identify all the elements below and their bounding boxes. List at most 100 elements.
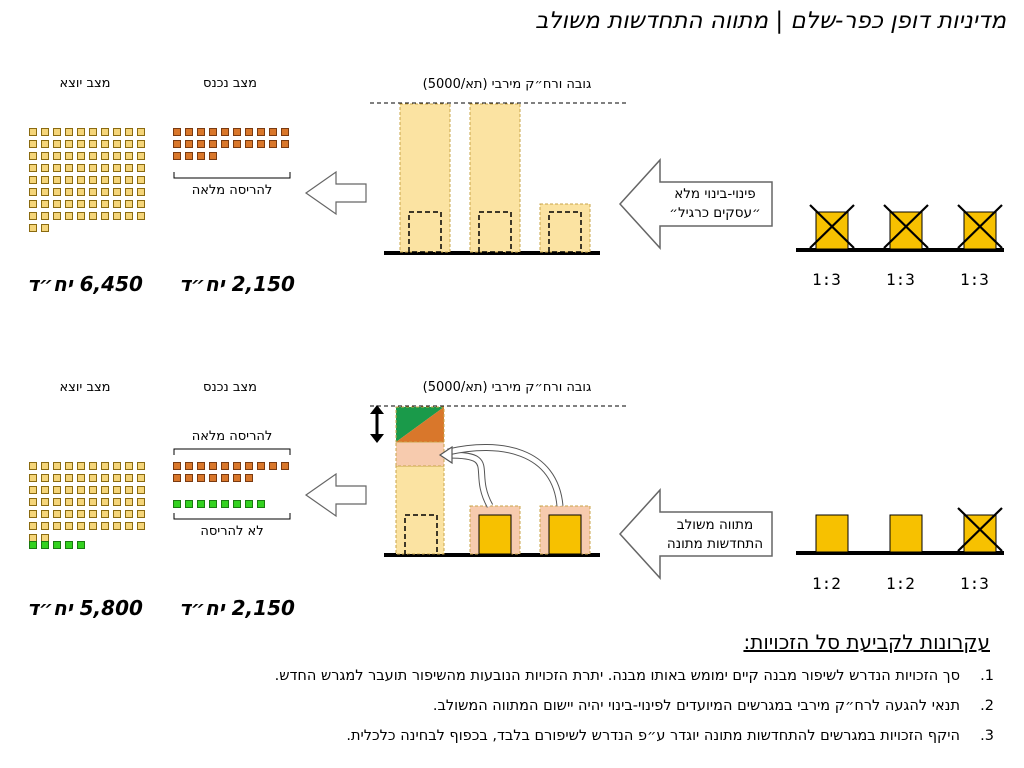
unit-square (113, 510, 121, 518)
unit-square (29, 200, 37, 208)
value-out-units: 6,450 יח״ד (27, 272, 143, 296)
unit-square (173, 474, 181, 482)
unit-square (209, 140, 217, 148)
existing-building (809, 204, 855, 250)
unit-square (41, 541, 49, 549)
label-max-height: גובה ורח״ק מירבי (תא/5000) (422, 380, 592, 395)
principles-title: עקרונות לקביעת סל הזכויות: (743, 630, 990, 654)
unit-square (29, 212, 37, 220)
unit-square (41, 474, 49, 482)
unit-square (245, 140, 253, 148)
unit-square (89, 164, 97, 172)
ratio-label: 1:3 (886, 270, 915, 289)
unit-square (137, 486, 145, 494)
unit-square (29, 498, 37, 506)
unit-square (173, 500, 181, 508)
unit-square (65, 522, 73, 530)
unit-square (101, 474, 109, 482)
unit-square (53, 510, 61, 518)
unit-square (221, 140, 229, 148)
unit-square (77, 152, 85, 160)
unit-square (41, 188, 49, 196)
unit-square (245, 462, 253, 470)
unit-square (125, 498, 133, 506)
arrow-text-line2: ״עסקים כרגיל״ (669, 205, 761, 221)
renovated-building (548, 514, 582, 555)
unit-square (77, 510, 85, 518)
unit-square (113, 474, 121, 482)
unit-square (125, 152, 133, 160)
unit-square (77, 140, 85, 148)
unit-square (53, 128, 61, 136)
unit-square (125, 522, 133, 530)
unit-square (101, 176, 109, 184)
unit-square (29, 541, 37, 549)
unit-square (281, 128, 289, 136)
unit-square (233, 140, 241, 148)
arrow-left-icon (304, 472, 367, 518)
unit-square (125, 474, 133, 482)
new-building-bar (469, 103, 521, 253)
new-building-bar (399, 103, 451, 253)
unit-square (77, 498, 85, 506)
unit-square (173, 152, 181, 160)
bracket (173, 448, 291, 455)
unit-square (113, 152, 121, 160)
unit-square (41, 522, 49, 530)
unit-square (185, 462, 193, 470)
renovated-building (478, 514, 512, 555)
unit-square (137, 522, 145, 530)
unit-square (209, 462, 217, 470)
unit-square (29, 164, 37, 172)
unit-square (29, 474, 37, 482)
unit-square (101, 522, 109, 530)
unit-square (53, 212, 61, 220)
unit-square (221, 128, 229, 136)
unit-square (137, 128, 145, 136)
unit-square (65, 212, 73, 220)
unit-square (65, 128, 73, 136)
unit-square (65, 486, 73, 494)
unit-square (281, 140, 289, 148)
unit-square (221, 462, 229, 470)
unit-square (137, 176, 145, 184)
unit-square (257, 462, 265, 470)
unit-square (125, 140, 133, 148)
value-in-units: 2,150 יח״ד (179, 596, 295, 620)
label-out-state: מצב יוצא (59, 76, 111, 91)
unit-square (197, 462, 205, 470)
unit-square (185, 500, 193, 508)
unit-square (113, 176, 121, 184)
label-full-demolition: להריסה מלאה (191, 183, 273, 198)
unit-square (269, 140, 277, 148)
unit-square (125, 128, 133, 136)
unit-square (77, 486, 85, 494)
unit-square (41, 140, 49, 148)
unit-square (245, 474, 253, 482)
unit-square (53, 474, 61, 482)
unit-square (197, 128, 205, 136)
unit-square (89, 510, 97, 518)
unit-square (125, 510, 133, 518)
bracket (173, 172, 291, 179)
unit-square (197, 500, 205, 508)
unit-square (77, 128, 85, 136)
ratio-label: 1:3 (960, 574, 989, 593)
unit-square (101, 498, 109, 506)
unit-square (113, 462, 121, 470)
arrow-text-line1: מתווה משולב (676, 517, 754, 533)
unit-square (101, 128, 109, 136)
unit-square (125, 200, 133, 208)
unit-square (221, 474, 229, 482)
unit-square (257, 140, 265, 148)
unit-square (113, 128, 121, 136)
unit-square (185, 128, 193, 136)
list-item: 2.תנאי להגעה לרח״ק מירבי במגרשים המיועדי… (432, 698, 994, 714)
unit-square (53, 522, 61, 530)
unit-square (113, 486, 121, 494)
arrow-left-icon (304, 170, 367, 216)
unit-square (77, 176, 85, 184)
unit-square (65, 541, 73, 549)
label-in-state: מצב נכנס (203, 76, 257, 91)
